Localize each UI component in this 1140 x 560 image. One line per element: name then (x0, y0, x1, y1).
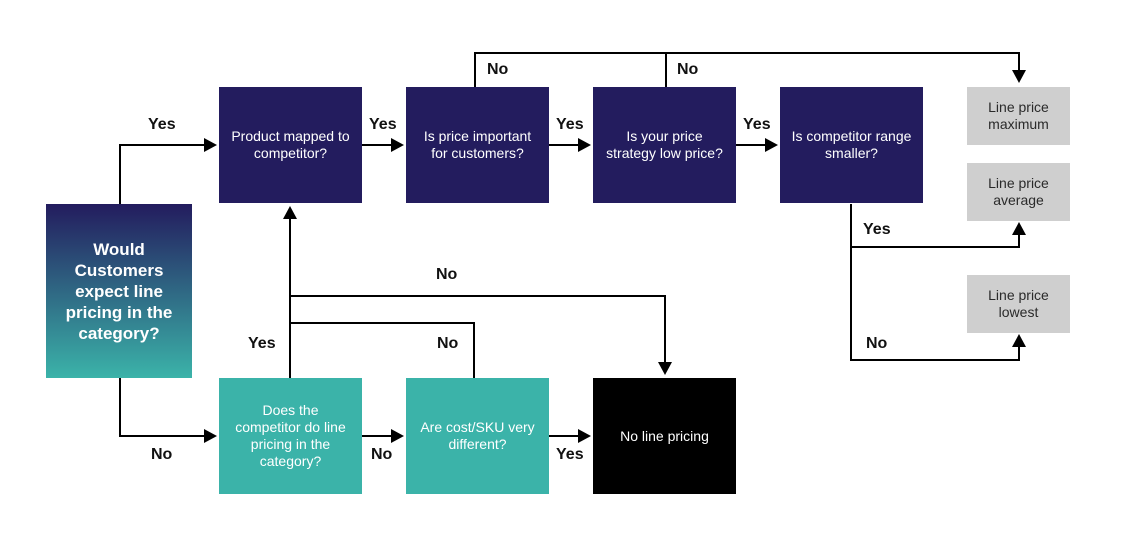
node-line-price-maximum: Line price maximum (967, 87, 1070, 145)
arrow-up-to-product-mapped (283, 206, 297, 219)
edge-important-no (474, 52, 1020, 87)
node-start-text: Would Customers expect line pricing in t… (65, 239, 173, 343)
label-start-yes: Yes (148, 116, 176, 133)
start-box-fill (46, 204, 192, 378)
arrow-to-no-line-pricing-top (658, 362, 672, 375)
label-range-no: No (866, 335, 888, 352)
arrow-to-no-line-pricing (578, 429, 591, 443)
node-line-price-average-text: Line price average (988, 175, 1049, 208)
node-competitor-range: Is competitor range smaller? (780, 87, 923, 203)
label-strategy-yes: Yes (743, 116, 771, 133)
label-range-yes: Yes (863, 221, 891, 238)
node-no-line-pricing-text: No line pricing (620, 427, 709, 444)
node-price-strategy: Is your price strategy low price? (593, 87, 736, 203)
label-strategy-no: No (677, 61, 699, 78)
label-competitor-yes: Yes (248, 335, 276, 352)
label-cost-no: No (437, 335, 459, 352)
label-mapped-no: No (436, 266, 458, 283)
node-competitor-line-pricing-text: Does the competitor do line pricing in t… (235, 402, 346, 469)
node-cost-sku: Are cost/SKU very different? (406, 378, 549, 494)
edge-mapped-no (290, 295, 666, 362)
node-line-price-lowest: Line price lowest (967, 275, 1070, 333)
arrow-to-product-mapped (204, 138, 217, 152)
node-start: Would Customers expect line pricing in t… (46, 204, 192, 378)
arrow-to-competitor (204, 429, 217, 443)
node-product-mapped: Product mapped to competitor? (219, 87, 362, 203)
arrow-to-line-avg (1012, 222, 1026, 235)
arrow-to-competitor-range (765, 138, 778, 152)
arrowheads (204, 70, 1026, 443)
arrow-to-cost (391, 429, 404, 443)
node-competitor-line-pricing: Does the competitor do line pricing in t… (219, 378, 362, 494)
node-cost-sku-text: Are cost/SKU very different? (420, 419, 535, 452)
arrow-to-price-important (391, 138, 404, 152)
arrow-to-line-max (1012, 70, 1026, 83)
node-line-price-average: Line price average (967, 163, 1070, 221)
node-competitor-range-text: Is competitor range smaller? (791, 128, 912, 161)
label-start-no: No (151, 446, 173, 463)
edge-range-no (850, 247, 1020, 361)
node-price-important-text: Is price important for customers? (423, 128, 532, 161)
label-competitor-no: No (371, 446, 393, 463)
arrow-to-price-strategy (578, 138, 591, 152)
node-product-mapped-text: Product mapped to competitor? (231, 128, 350, 161)
node-no-line-pricing: No line pricing (593, 378, 736, 494)
edge-range-yes (850, 204, 1020, 248)
edge-start-no (119, 378, 205, 437)
node-line-price-maximum-text: Line price maximum (988, 99, 1049, 132)
label-mapped-yes: Yes (369, 116, 397, 133)
edge-start-yes (119, 144, 205, 205)
node-price-important: Is price important for customers? (406, 87, 549, 203)
label-cost-yes: Yes (556, 446, 584, 463)
arrow-to-line-low (1012, 334, 1026, 347)
label-important-no: No (487, 61, 509, 78)
node-line-price-lowest-text: Line price lowest (988, 287, 1049, 320)
label-important-yes: Yes (556, 116, 584, 133)
edge-cost-no (290, 322, 475, 378)
node-price-strategy-text: Is your price strategy low price? (606, 128, 723, 161)
